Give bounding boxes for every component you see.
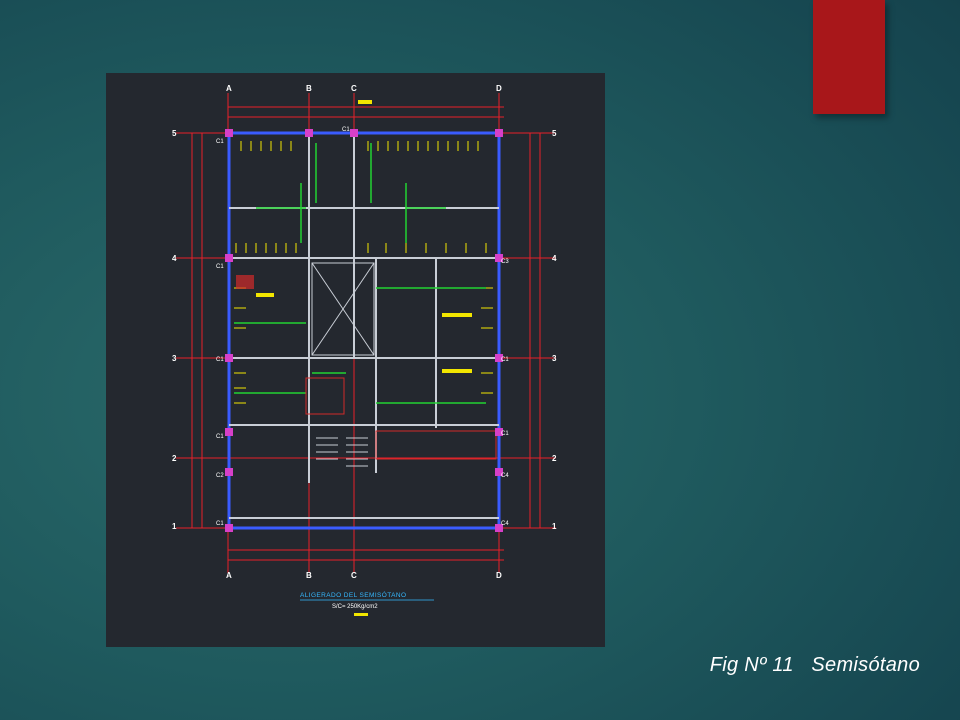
hatched-slab — [236, 275, 497, 460]
axis-label-left-5: 5 — [172, 129, 177, 138]
plan-title-block: ALIGERADO DEL SEMISÓTANO S/C= 250Kg/cm2 — [300, 590, 434, 610]
columns — [225, 129, 503, 532]
column-tag: C1 — [501, 431, 509, 437]
plan-subtitle: S/C= 250Kg/cm2 — [332, 604, 378, 610]
axis-label-right-2: 2 — [552, 454, 557, 463]
column-tags: C1 C1 C1 C1 C2 C3 C4 C4 C1 C1 C1 C1 — [216, 127, 509, 527]
axis-label-right-3: 3 — [552, 354, 557, 363]
figure-number: Fig Nº 11 — [709, 654, 794, 676]
axis-label-left-4: 4 — [172, 254, 177, 263]
axis-label-top-a: A — [226, 84, 232, 93]
beams — [229, 133, 499, 519]
column-tag: C4 — [501, 521, 509, 527]
column-tag: C4 — [501, 473, 509, 479]
figure-title: Semisótano — [811, 654, 920, 676]
figure-caption: Fig Nº 11 Semisótano — [710, 654, 920, 677]
beam-section-marks — [256, 100, 472, 616]
column-tag: C2 — [216, 473, 224, 479]
stairs — [316, 437, 368, 467]
axis-label-bottom-b: B — [306, 571, 312, 580]
axis-label-left-2: 2 — [172, 454, 177, 463]
floor-plan-drawing: A B C D A B C D 1 2 3 4 5 1 2 3 4 5 C1 C… — [106, 73, 605, 647]
column-tag: C1 — [342, 127, 350, 133]
cad-drawing: A B C D A B C D 1 2 3 4 5 1 2 3 4 5 C1 C… — [172, 84, 557, 616]
axis-label-bottom-c: C — [351, 571, 357, 580]
column-tag: C3 — [501, 259, 509, 265]
stair-void — [311, 262, 375, 356]
structural-walls — [227, 131, 501, 530]
axis-label-right-4: 4 — [552, 254, 557, 263]
axis-label-top-b: B — [306, 84, 312, 93]
axis-label-top-d: D — [496, 84, 502, 93]
axis-label-left-1: 1 — [172, 522, 177, 531]
axis-label-right-5: 5 — [552, 129, 557, 138]
axis-label-left-3: 3 — [172, 354, 177, 363]
column-tag: C1 — [216, 434, 224, 440]
column-tag: C1 — [216, 357, 224, 363]
axis-label-right-1: 1 — [552, 522, 557, 531]
column-tag: C1 — [501, 357, 509, 363]
axis-label-bottom-a: A — [226, 571, 232, 580]
plan-title: ALIGERADO DEL SEMISÓTANO — [300, 590, 406, 599]
joists — [234, 141, 493, 404]
red-accent-bar — [813, 0, 885, 114]
axis-labels: A B C D A B C D 1 2 3 4 5 1 2 3 4 5 — [172, 84, 557, 580]
column-tag: C1 — [216, 521, 224, 527]
axis-label-top-c: C — [351, 84, 357, 93]
column-tag: C1 — [216, 264, 224, 270]
column-tag: C1 — [216, 139, 224, 145]
reinforcement-marks — [234, 143, 486, 404]
axis-label-bottom-d: D — [496, 571, 502, 580]
